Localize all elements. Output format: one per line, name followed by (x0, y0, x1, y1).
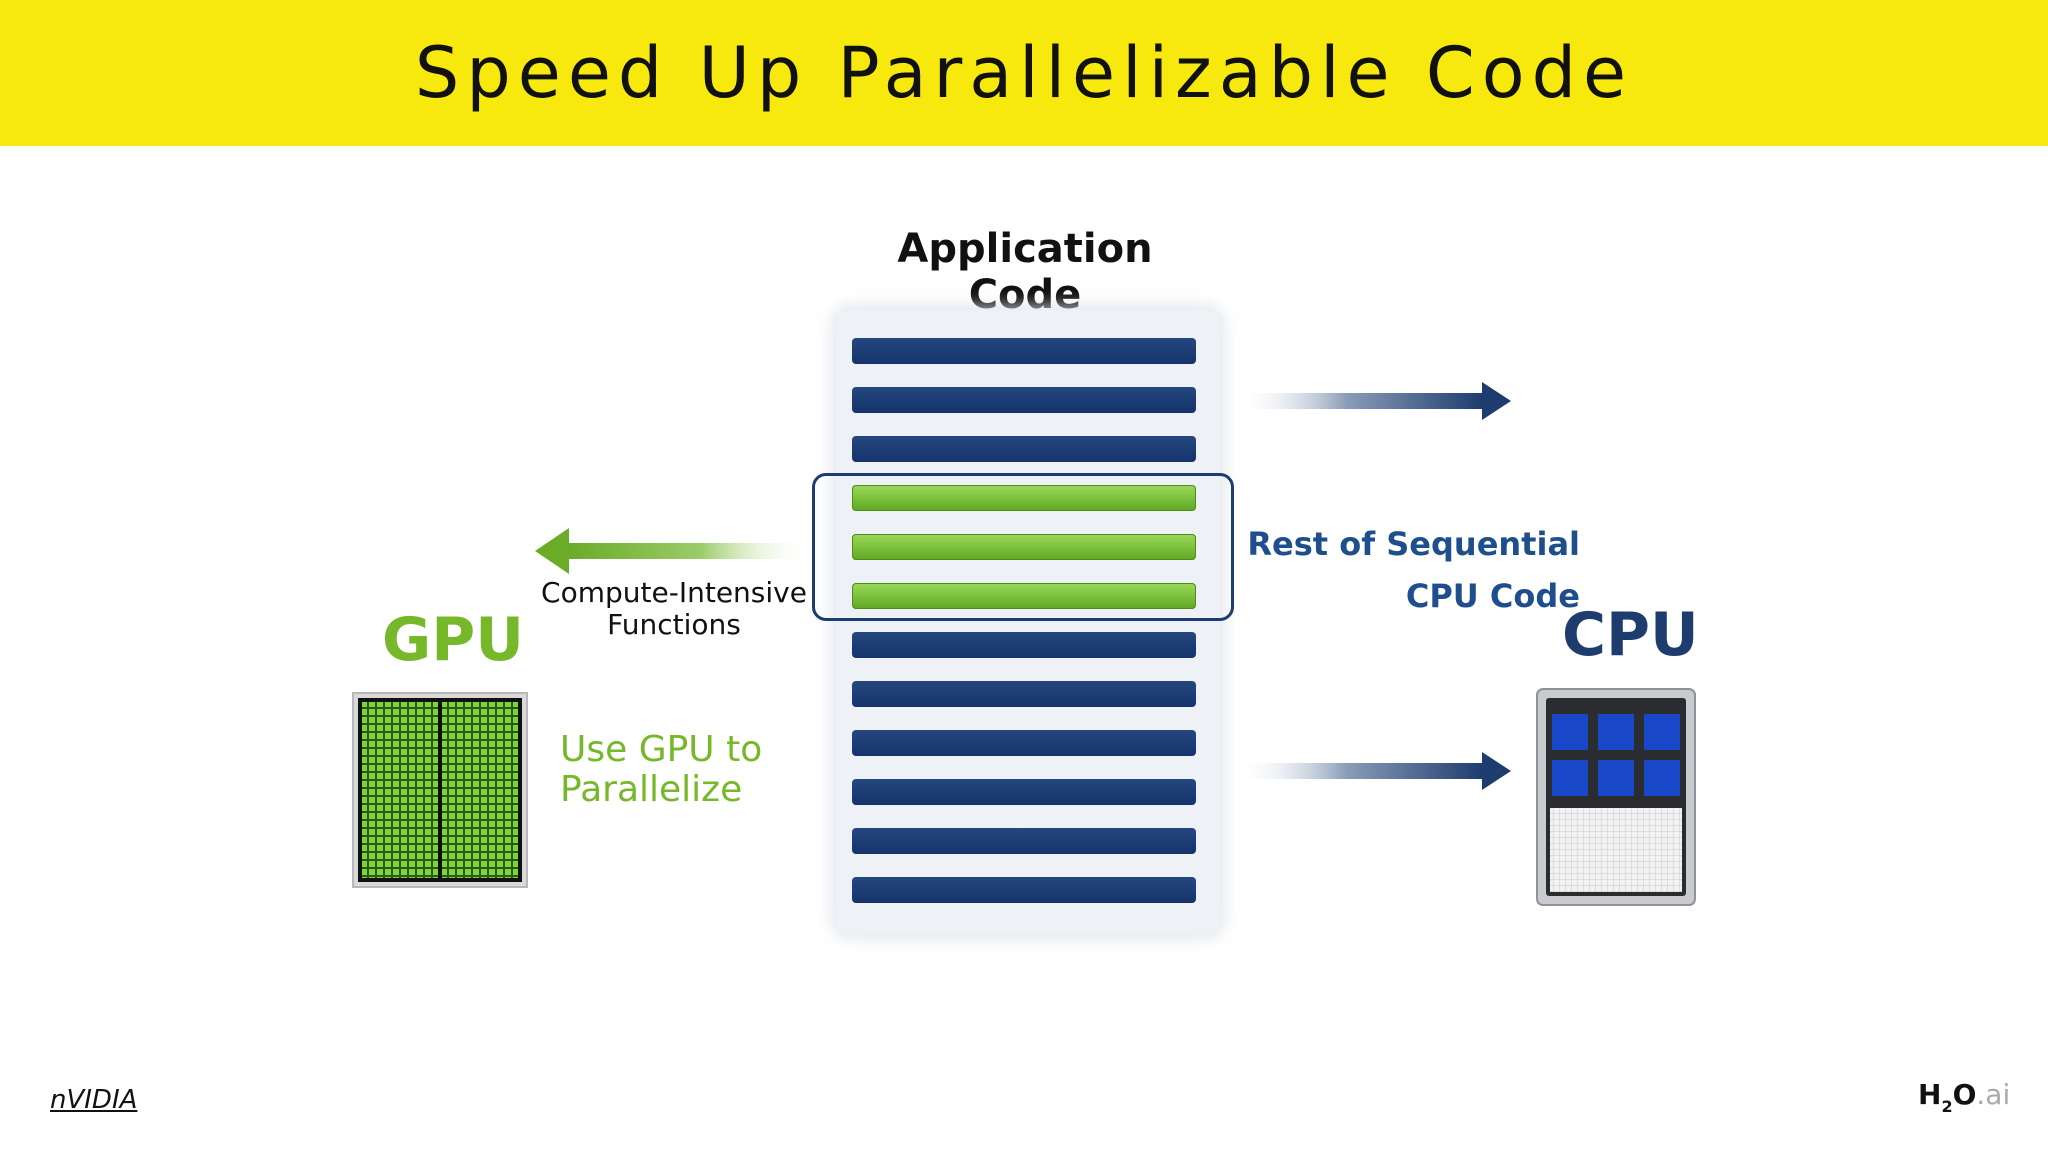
sequential-code-line (852, 338, 1196, 364)
sequential-code-line (852, 632, 1196, 658)
compute-label-line-1: Compute-Intensive (541, 576, 807, 609)
arrow-right-icon (1236, 382, 1511, 420)
logo-ai: .ai (1976, 1078, 2011, 1111)
application-code-title: Application Code (897, 226, 1153, 318)
h2o-logo: H2O.ai (1918, 1078, 2010, 1122)
parallel-code-line (852, 534, 1196, 560)
use-gpu-label: Use GPU to Parallelize (560, 730, 762, 810)
arrow-left-icon (535, 528, 810, 574)
rest-label-line-1: Rest of Sequential (1247, 525, 1580, 563)
logo-o: O (1952, 1078, 1977, 1111)
cpu-label: CPU (1562, 600, 1699, 670)
compute-label-line-2: Functions (607, 608, 741, 641)
source-credit: nVIDIA (50, 1085, 138, 1115)
sequential-cpu-code-label: Rest of Sequential CPU Code (1240, 518, 1580, 622)
slide-title: Speed Up Parallelizable Code (414, 32, 1634, 114)
logo-h: H (1918, 1078, 1942, 1111)
sequential-code-line (852, 779, 1196, 805)
rest-label-line-2: CPU Code (1405, 577, 1580, 615)
parallel-code-line (852, 583, 1196, 609)
use-gpu-line-1: Use GPU to (560, 729, 763, 770)
sequential-code-line (852, 436, 1196, 462)
sequential-code-line (852, 387, 1196, 413)
parallel-code-line (852, 485, 1196, 511)
logo-sub: 2 (1941, 1097, 1953, 1116)
use-gpu-line-2: Parallelize (560, 769, 743, 810)
arrow-right-icon (1236, 752, 1511, 790)
sequential-code-line (852, 877, 1196, 903)
sequential-code-line (852, 730, 1196, 756)
gpu-chip-icon (352, 692, 528, 888)
parallel-functions-highlight (812, 473, 1234, 621)
sequential-code-line (852, 681, 1196, 707)
gpu-label: GPU (382, 605, 524, 675)
cpu-chip-icon (1536, 688, 1696, 906)
title-bar (0, 0, 2048, 146)
sequential-code-line (852, 828, 1196, 854)
compute-intensive-label: Compute-Intensive Functions (520, 577, 828, 641)
